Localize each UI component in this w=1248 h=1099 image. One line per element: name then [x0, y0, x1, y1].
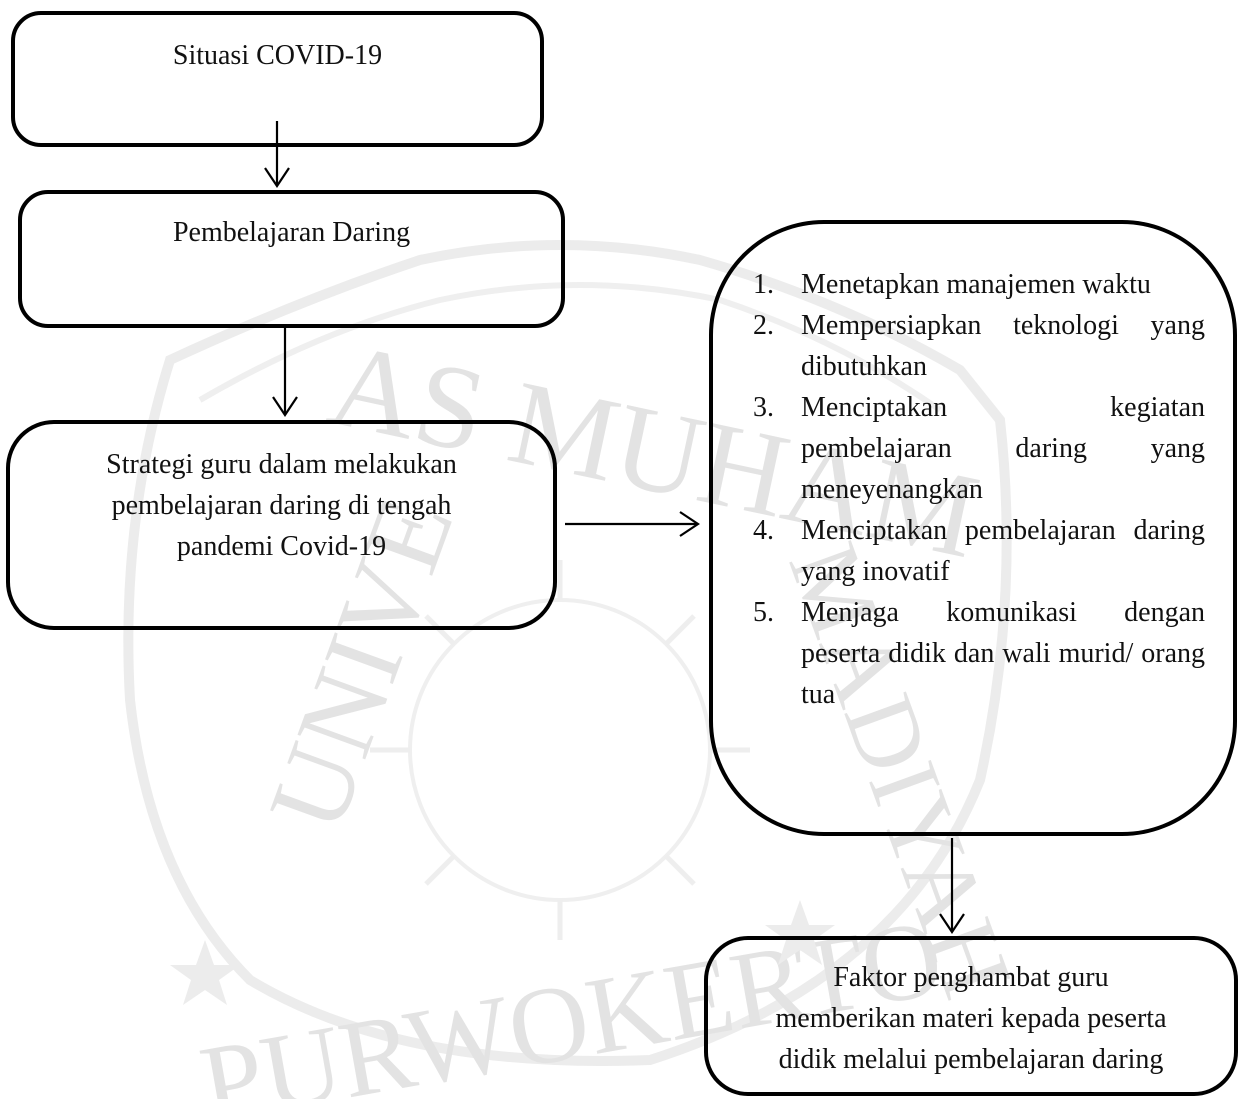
- step-text: Menciptakan pembelajaran daring yang ino…: [801, 515, 1205, 587]
- strategi-line-3: pandemi Covid-19: [176, 531, 387, 562]
- box-pembelajaran-daring: Pembelajaran Daring: [18, 190, 565, 328]
- box-pembelajaran-label: Pembelajaran Daring: [172, 217, 411, 248]
- box-situasi-covid: Situasi COVID-19: [11, 11, 544, 147]
- strategi-line-2: pembelajaran daring di tengah: [111, 490, 452, 521]
- steps-list: 1. Menetapkan manajemen waktu 2. Mempers…: [753, 264, 1205, 715]
- step-number: 1.: [753, 269, 774, 300]
- faktor-line-3: didik melalui pembelajaran daring: [778, 1044, 1164, 1075]
- box-strategi-guru: Strategi guru dalam melakukan pembelajar…: [6, 420, 557, 630]
- list-item: 3. Menciptakan kegiatan pembelajaran dar…: [753, 387, 1205, 510]
- list-item: 5. Menjaga komunikasi dengan peserta did…: [753, 592, 1205, 715]
- list-item: 2. Mempersiapkan teknologi yang dibutuhk…: [753, 305, 1205, 387]
- step-text: Menjaga komunikasi dengan peserta didik …: [801, 597, 1205, 710]
- faktor-line-2: memberikan materi kepada peserta: [775, 1003, 1167, 1034]
- step-text: Menetapkan manajemen waktu: [801, 269, 1151, 300]
- box-situasi-label: Situasi COVID-19: [172, 40, 383, 71]
- step-number: 2.: [753, 310, 774, 341]
- step-text: Mempersiapkan teknologi yang dibutuhkan: [801, 310, 1205, 382]
- step-number: 5.: [753, 597, 774, 628]
- step-text: Menciptakan kegiatan pembelajaran daring…: [801, 392, 1205, 505]
- list-item: 4. Menciptakan pembelajaran daring yang …: [753, 510, 1205, 592]
- box-faktor-penghambat: Faktor penghambat guru memberikan materi…: [704, 936, 1238, 1096]
- step-number: 4.: [753, 515, 774, 546]
- box-strategy-steps: 1. Menetapkan manajemen waktu 2. Mempers…: [709, 220, 1237, 836]
- step-number: 3.: [753, 392, 774, 423]
- list-item: 1. Menetapkan manajemen waktu: [753, 264, 1205, 305]
- strategi-line-1: Strategi guru dalam melakukan: [106, 449, 457, 480]
- faktor-line-1: Faktor penghambat guru: [833, 962, 1109, 993]
